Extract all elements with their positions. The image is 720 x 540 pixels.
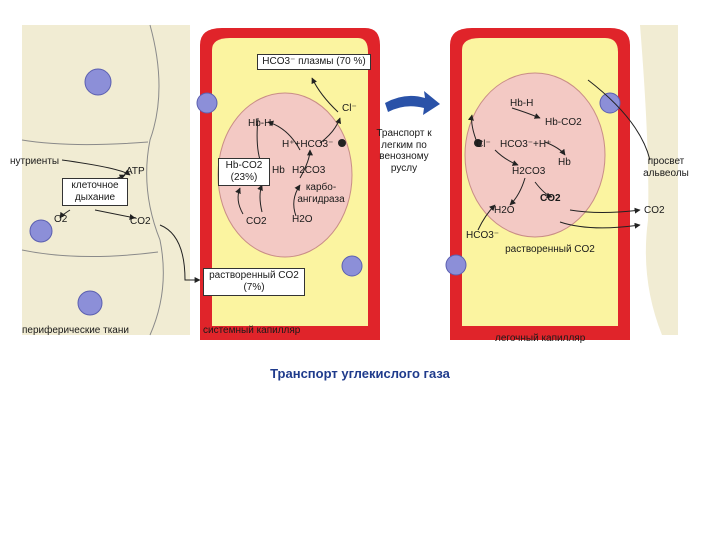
pulmonary-endothelial-nuclei: [445, 92, 621, 276]
systemic-h2o-label: H2O: [292, 214, 313, 225]
alveolus-boundary-line: [587, 79, 651, 161]
pulmonary-hco3-label: HCO3⁻: [466, 230, 500, 241]
cell-respiration-box: клеточное дыхание: [62, 178, 128, 206]
systemic-dissolved-co2-box: растворенный CO2 (7%): [203, 268, 305, 296]
tissue-nuclei: [29, 68, 112, 316]
systemic-arrows: [235, 77, 342, 217]
pulmonary-capillary-label: легочный капилляр: [495, 333, 586, 344]
hb-co2-box: Hb-CO2 (23%): [218, 158, 270, 186]
pulmonary-hb-h-label: Hb-H: [510, 98, 534, 109]
atp-label: ATP: [126, 166, 145, 177]
systemic-h2co3-label: H2CO3: [292, 165, 326, 176]
peripheral-tissues-label: периферические ткани: [22, 325, 129, 336]
pulmonary-hco3-h-label: HCO3⁻+H⁺: [500, 139, 552, 150]
systemic-chloride-label: Cl⁻: [342, 103, 357, 114]
systemic-h-hco3-label: H⁺+HCO3⁻: [282, 139, 334, 150]
systemic-hb-h-label: Hb-H: [248, 118, 272, 129]
systemic-anion-exchanger: [338, 139, 346, 147]
systemic-hb-label: Hb: [272, 165, 285, 176]
pulmonary-red-blood-cell: [464, 72, 606, 238]
systemic-endothelial-nuclei: [196, 92, 363, 277]
alveolus-co2-label: CO2: [644, 205, 665, 216]
systemic-co2-label: CO2: [246, 216, 267, 227]
tissue-co2-label: CO2: [130, 216, 151, 227]
venous-transport-label: Транспорт к легким по венозному руслу: [376, 128, 432, 174]
pulmonary-chloride-label: Cl⁻: [476, 139, 491, 150]
tissue-o2-label: O2: [54, 214, 68, 225]
pulmonary-dissolved-co2-label: растворенный CO2: [505, 244, 595, 255]
pulmonary-co2-label: CO2: [540, 193, 561, 204]
carbonic-anhydrase-label: карбо-ангидраза: [297, 182, 345, 205]
pulmonary-hb-label: Hb: [558, 157, 571, 168]
tissue-cell-borders: [21, 24, 164, 336]
pulmonary-hb-co2-label: Hb-CO2: [545, 117, 582, 128]
pulmonary-h2co3-label: H2CO3: [512, 166, 546, 177]
pulmonary-arrows: [468, 107, 641, 231]
venous-transport-arrow: [385, 91, 440, 115]
pulmonary-h2o-label: H2O: [494, 205, 515, 216]
figure-caption: Транспорт углекислого газа: [270, 366, 450, 381]
plasma-bicarbonate-box: HCO3⁻ плазмы (70 %): [257, 54, 371, 70]
nutrients-label: нутриенты: [10, 156, 60, 167]
alveolus-lumen-label: просвет альвеолы: [643, 156, 689, 179]
systemic-capillary-label: системный капилляр: [203, 325, 301, 336]
alveolus-background: [640, 25, 678, 335]
